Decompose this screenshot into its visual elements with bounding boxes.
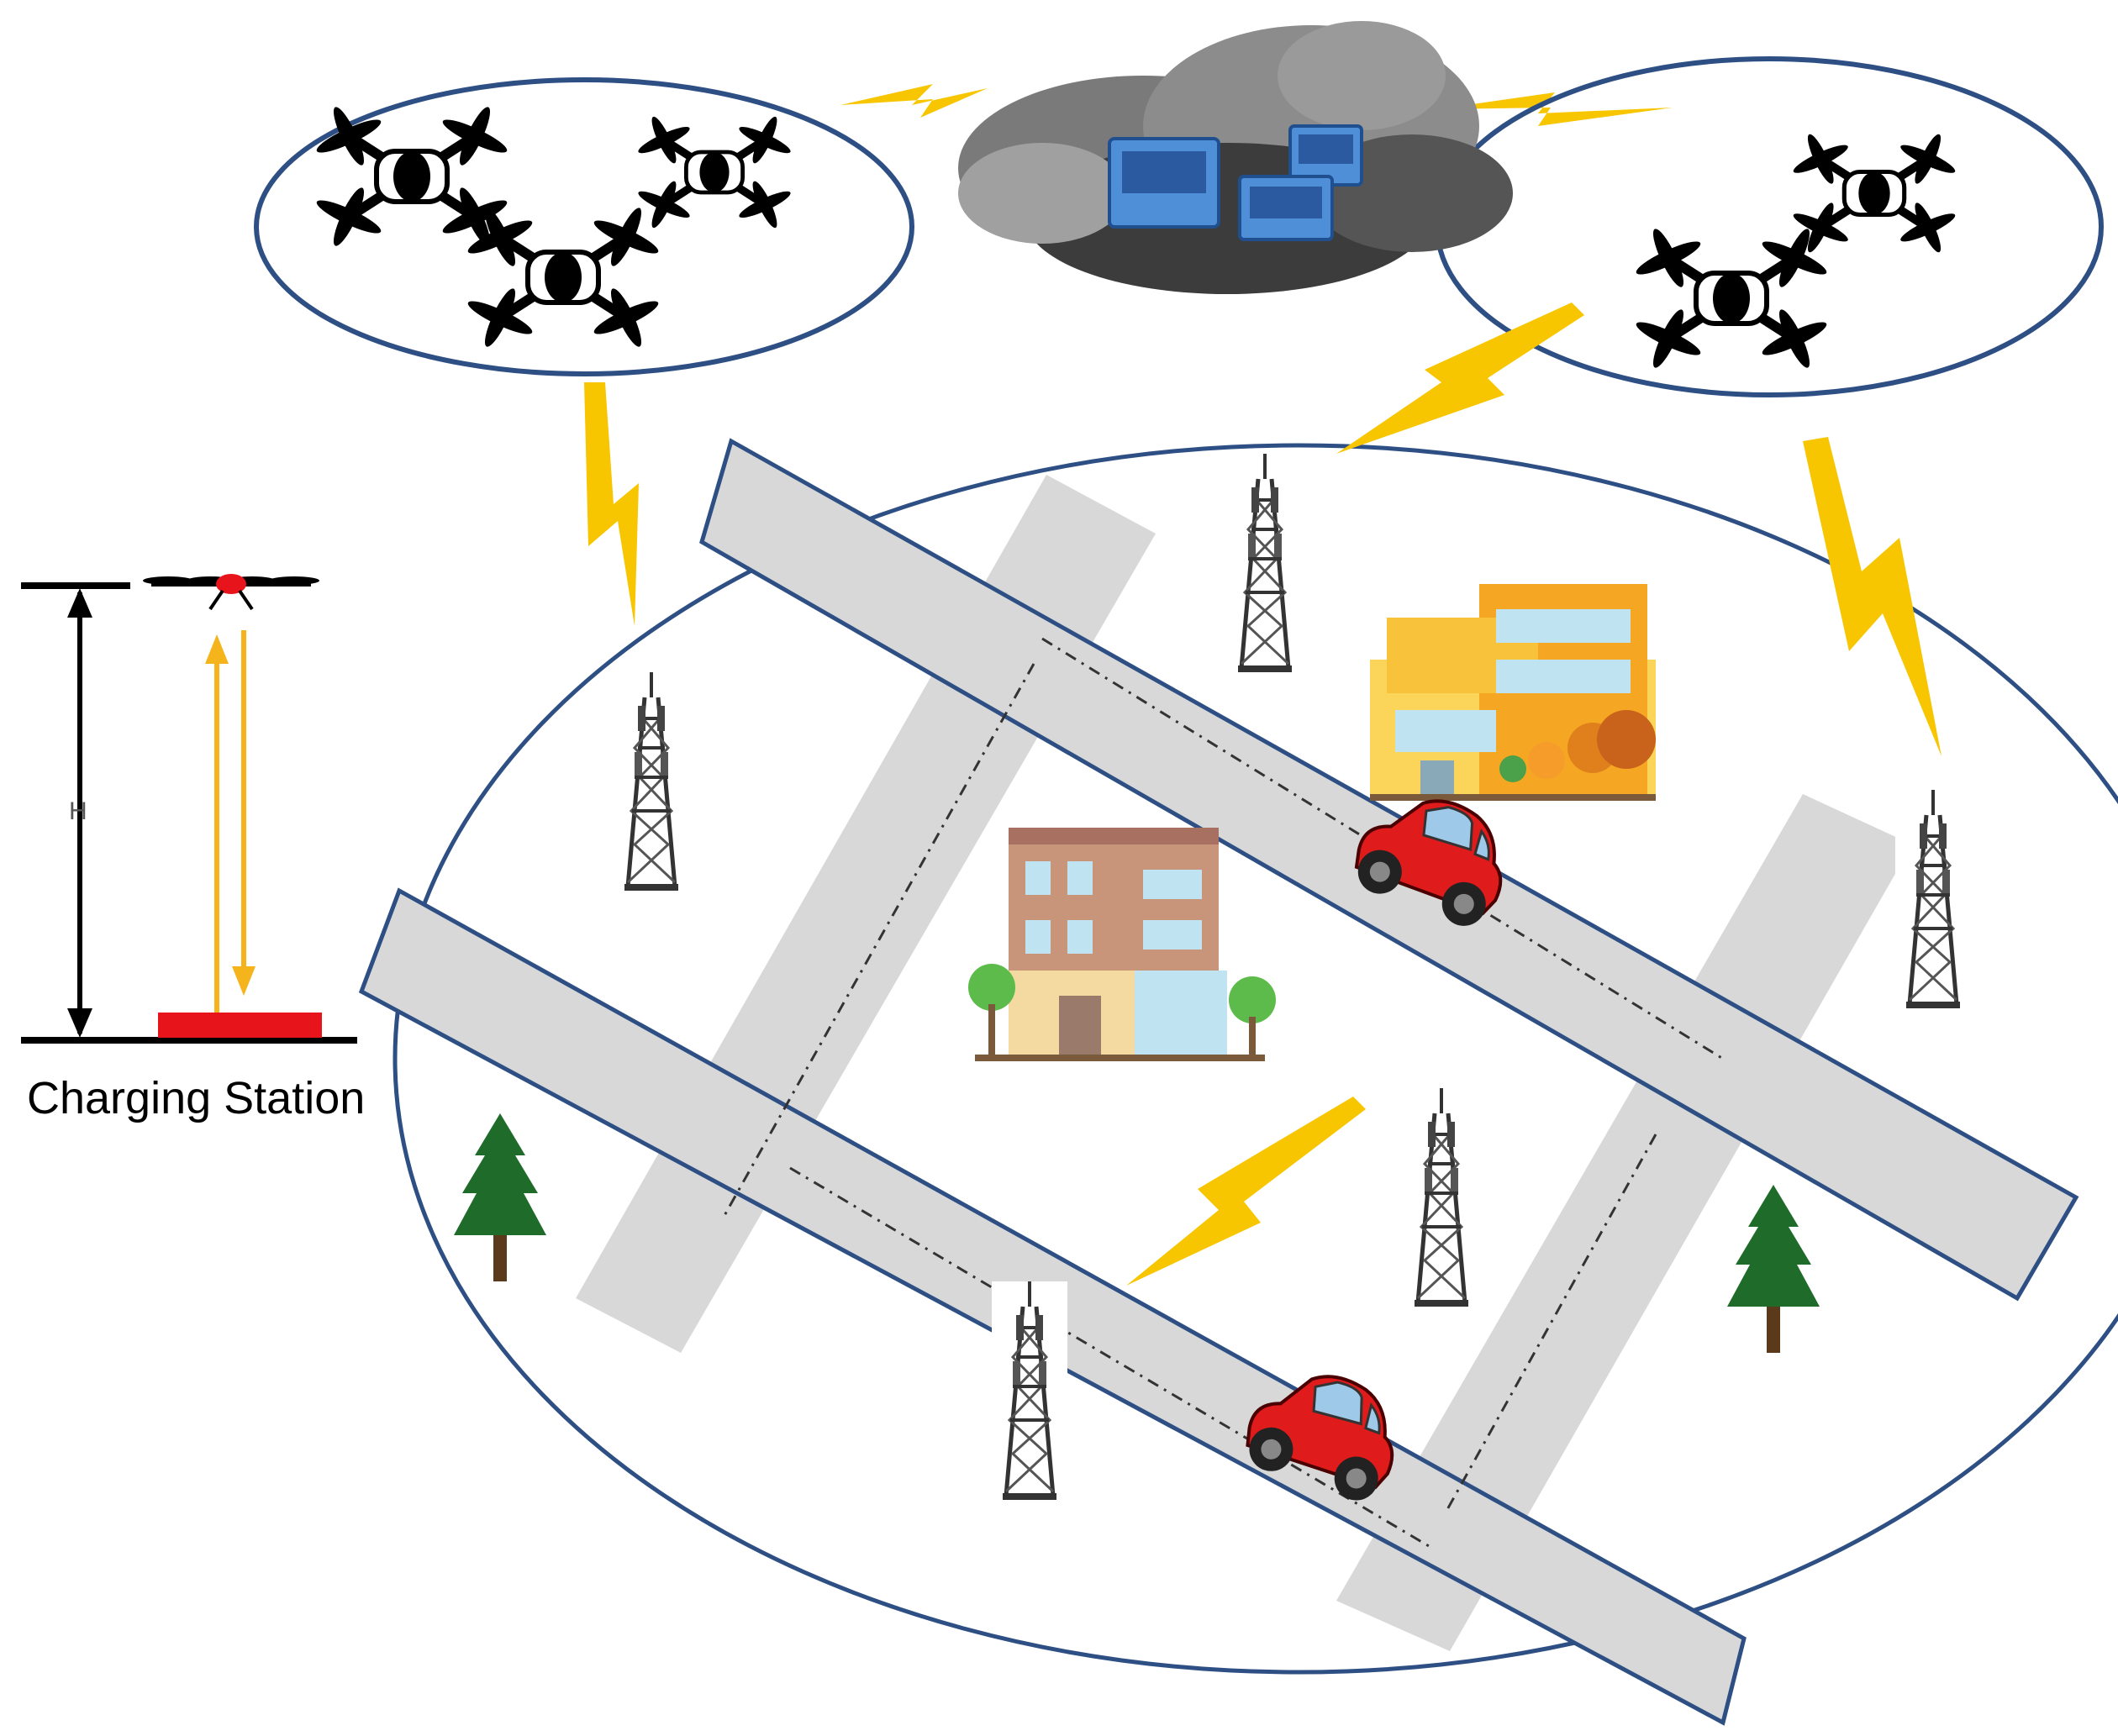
building-icon xyxy=(968,828,1276,1061)
cell-tower-icon xyxy=(1895,790,1971,1008)
charging-pad xyxy=(158,1013,322,1038)
drone-cluster-left xyxy=(254,77,914,376)
drone-icon xyxy=(636,114,793,230)
cell-tower-icon xyxy=(614,672,689,891)
tree-icon xyxy=(454,1113,546,1281)
cell-tower-icon xyxy=(992,1281,1067,1500)
cell-tower-icon xyxy=(1404,1088,1479,1307)
drone-icon xyxy=(465,205,661,350)
cloud-link-right-lightning-icon xyxy=(1437,92,1673,126)
building-icon xyxy=(1370,584,1656,801)
cell-tower-icon xyxy=(1227,454,1303,672)
city-coverage-area xyxy=(393,443,2118,1675)
lightning-bolt-icon xyxy=(1126,1097,1366,1286)
drone-icon xyxy=(143,574,319,611)
road-network xyxy=(358,438,2079,1726)
cloud-server-icon xyxy=(958,21,1513,294)
lightning-bolt-icon xyxy=(584,382,639,626)
charging-station-inset: H Charging Station xyxy=(21,574,365,1123)
cloud-link-left-lightning-icon xyxy=(840,84,988,118)
height-label: H xyxy=(69,797,87,825)
drone-icon xyxy=(313,104,510,249)
drone-icon xyxy=(1633,226,1830,371)
lightning-bolt-icon xyxy=(1803,437,1942,756)
drone-icon xyxy=(1791,132,1958,255)
tree-icon xyxy=(1727,1185,1820,1353)
charging-station-label: Charging Station xyxy=(27,1073,365,1123)
lightning-bolt-icon xyxy=(1336,302,1584,454)
